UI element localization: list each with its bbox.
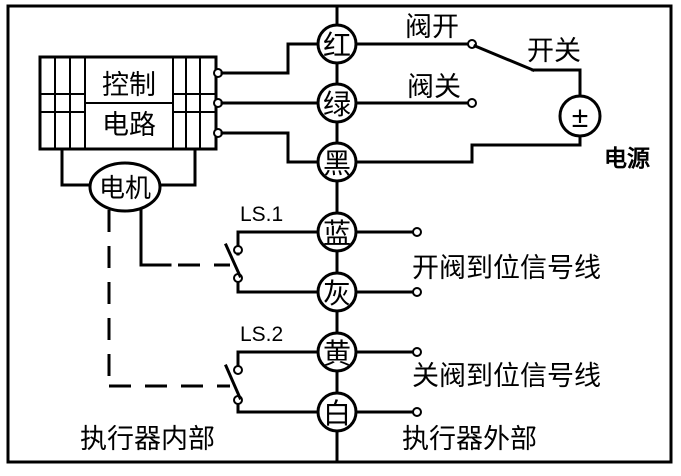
terminal-gray: 灰: [316, 271, 358, 313]
valve-close-label: 阀关: [407, 72, 461, 103]
terminal-red: 红: [316, 23, 358, 65]
ls2-label: LS.2: [240, 323, 283, 346]
valve-open-label: 阀开: [405, 12, 459, 43]
changeover-switch-blade: [473, 44, 535, 72]
terminal-white: 白: [316, 391, 358, 433]
motor-label: 电机: [99, 174, 151, 204]
wire-black-to-power: [354, 134, 582, 164]
control-circuit-block: 控制 电路: [38, 55, 218, 151]
wire-red: [220, 42, 320, 75]
wire-switch-to-power: [531, 68, 582, 96]
inside-label: 执行器内部: [80, 424, 215, 455]
terminal-yellow-label: 黄: [323, 337, 351, 370]
switch-label: 开关: [527, 36, 581, 67]
terminal-black: 黑: [316, 141, 358, 183]
control-circuit-label-1: 控制: [102, 70, 156, 101]
terminal-green-label: 绿: [323, 88, 351, 121]
power-label: 电源: [604, 146, 650, 172]
valve-close-contact: [467, 98, 477, 108]
outside-label: 执行器外部: [402, 424, 537, 455]
ls1-label: LS.1: [240, 203, 283, 226]
terminal-blue: 蓝: [316, 211, 358, 253]
power-source: ±: [558, 94, 602, 138]
terminal-blue-label: 蓝: [323, 217, 351, 250]
terminal-green: 绿: [316, 82, 358, 124]
close-signal-contact-1: [412, 347, 422, 357]
outer-frame: [6, 4, 673, 464]
control-circuit-label-2: 电路: [102, 110, 156, 141]
terminal-gray-label: 灰: [323, 277, 351, 310]
limit-switch-ls1: [224, 230, 320, 294]
wire-black: [220, 131, 320, 164]
power-symbol: ±: [572, 101, 588, 134]
terminal-yellow: 黄: [316, 331, 358, 373]
close-signal-label: 关阀到位信号线: [412, 361, 601, 392]
motor-shaft-ls1: [139, 208, 172, 267]
limit-switch-ls2: [224, 350, 320, 414]
open-signal-label: 开阀到位信号线: [412, 253, 601, 284]
terminal-white-label: 白: [323, 397, 351, 430]
terminal-black-label: 黑: [323, 147, 351, 180]
terminal-red-label: 红: [323, 29, 351, 62]
motor: 电机: [88, 161, 162, 213]
open-signal-contact-2: [412, 287, 422, 297]
close-signal-contact-2: [412, 407, 422, 417]
open-signal-contact-1: [412, 227, 422, 237]
